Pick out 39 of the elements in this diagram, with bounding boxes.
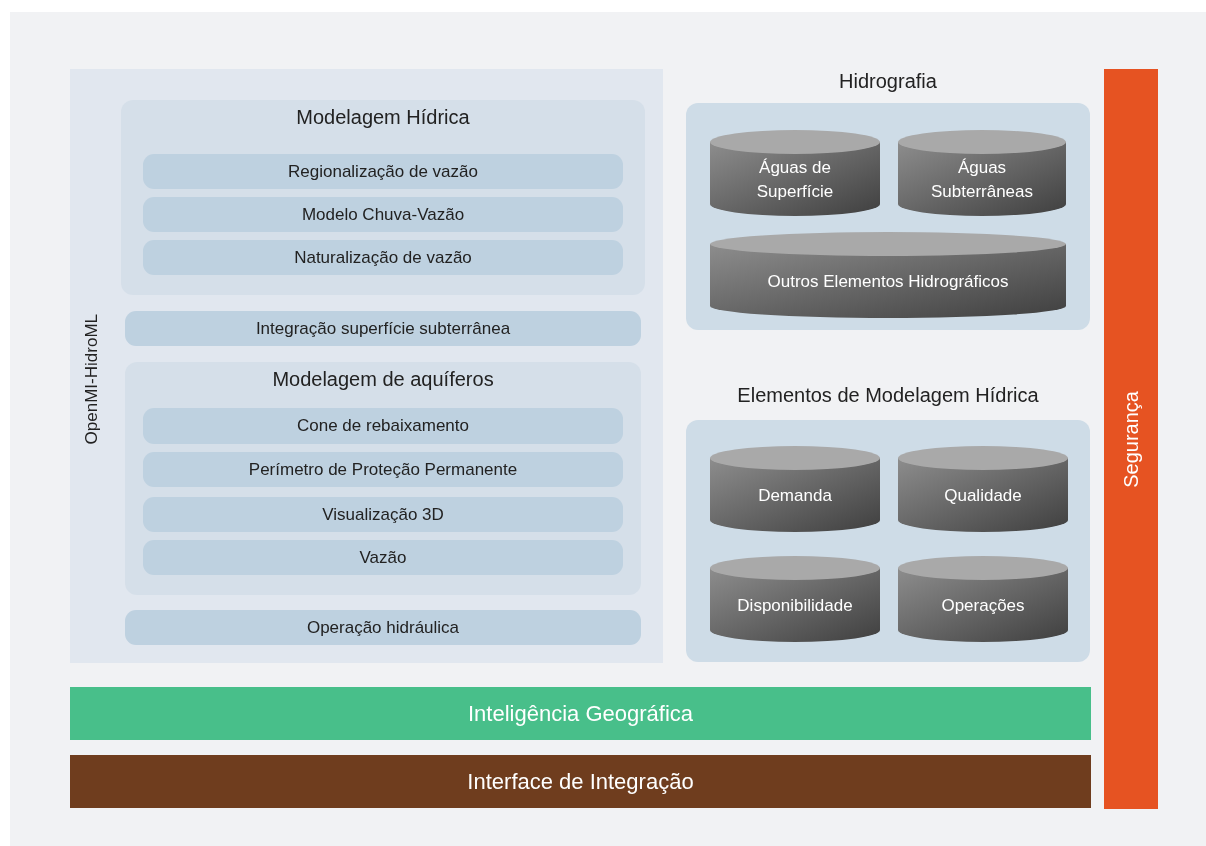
layer-bar [1104, 69, 1158, 809]
layer-label: Interface de Integração [467, 768, 694, 795]
module-box [125, 311, 641, 346]
module-label: Perímetro de Proteção Permanente [248, 459, 518, 480]
database-cylinder [898, 556, 1068, 642]
module-label: Naturalização de vazão [294, 247, 472, 268]
cylinder-label: Demanda [758, 485, 832, 508]
module-label: Cone de rebaixamento [297, 416, 469, 436]
database-cylinder [898, 130, 1066, 216]
cylinder-label: Disponibilidade [737, 595, 853, 618]
module-label: Regionalização de vazão [288, 161, 478, 182]
module-box [125, 610, 641, 645]
cylinder-label: Operações [941, 595, 1025, 618]
database-cylinder [710, 556, 880, 642]
layer-panel [70, 69, 663, 663]
layer-bar [70, 687, 1091, 740]
group-heading: Modelagem Hídrica [295, 106, 471, 129]
panel-label: OpenMI-HidroML [82, 314, 102, 445]
group-panel [125, 362, 641, 595]
module-label: Modelo Chuva-Vazão [301, 204, 465, 225]
group-panel [121, 100, 645, 295]
layer-label: Inteligência Geográfica [468, 700, 693, 727]
database-cylinder [710, 130, 880, 216]
module-label: Visualização 3D [322, 504, 444, 525]
panel-heading: Hidrografia [838, 70, 938, 93]
cylinder-label: Qualidade [944, 485, 1022, 508]
cylinder-label: Águas de Superfície [755, 157, 835, 203]
group-heading: Modelagem de aquíferos [271, 368, 495, 391]
database-cylinder [898, 446, 1068, 532]
module-label: Operação hidráulica [306, 617, 460, 638]
layer-bar [70, 755, 1091, 808]
module-label: Vazão [359, 547, 407, 568]
layer-label: Segurança [1119, 390, 1143, 488]
panel-heading: Elementos de Modelagem Hídrica [736, 384, 1040, 407]
database-cylinder [710, 446, 880, 532]
cylinder-label: Águas Subterrâneas [929, 157, 1035, 203]
cylinder-label: Outros Elementos Hidrográficos [767, 271, 1009, 294]
module-label: Integração superfície subterrânea [255, 318, 511, 339]
database-cylinder [710, 232, 1066, 318]
